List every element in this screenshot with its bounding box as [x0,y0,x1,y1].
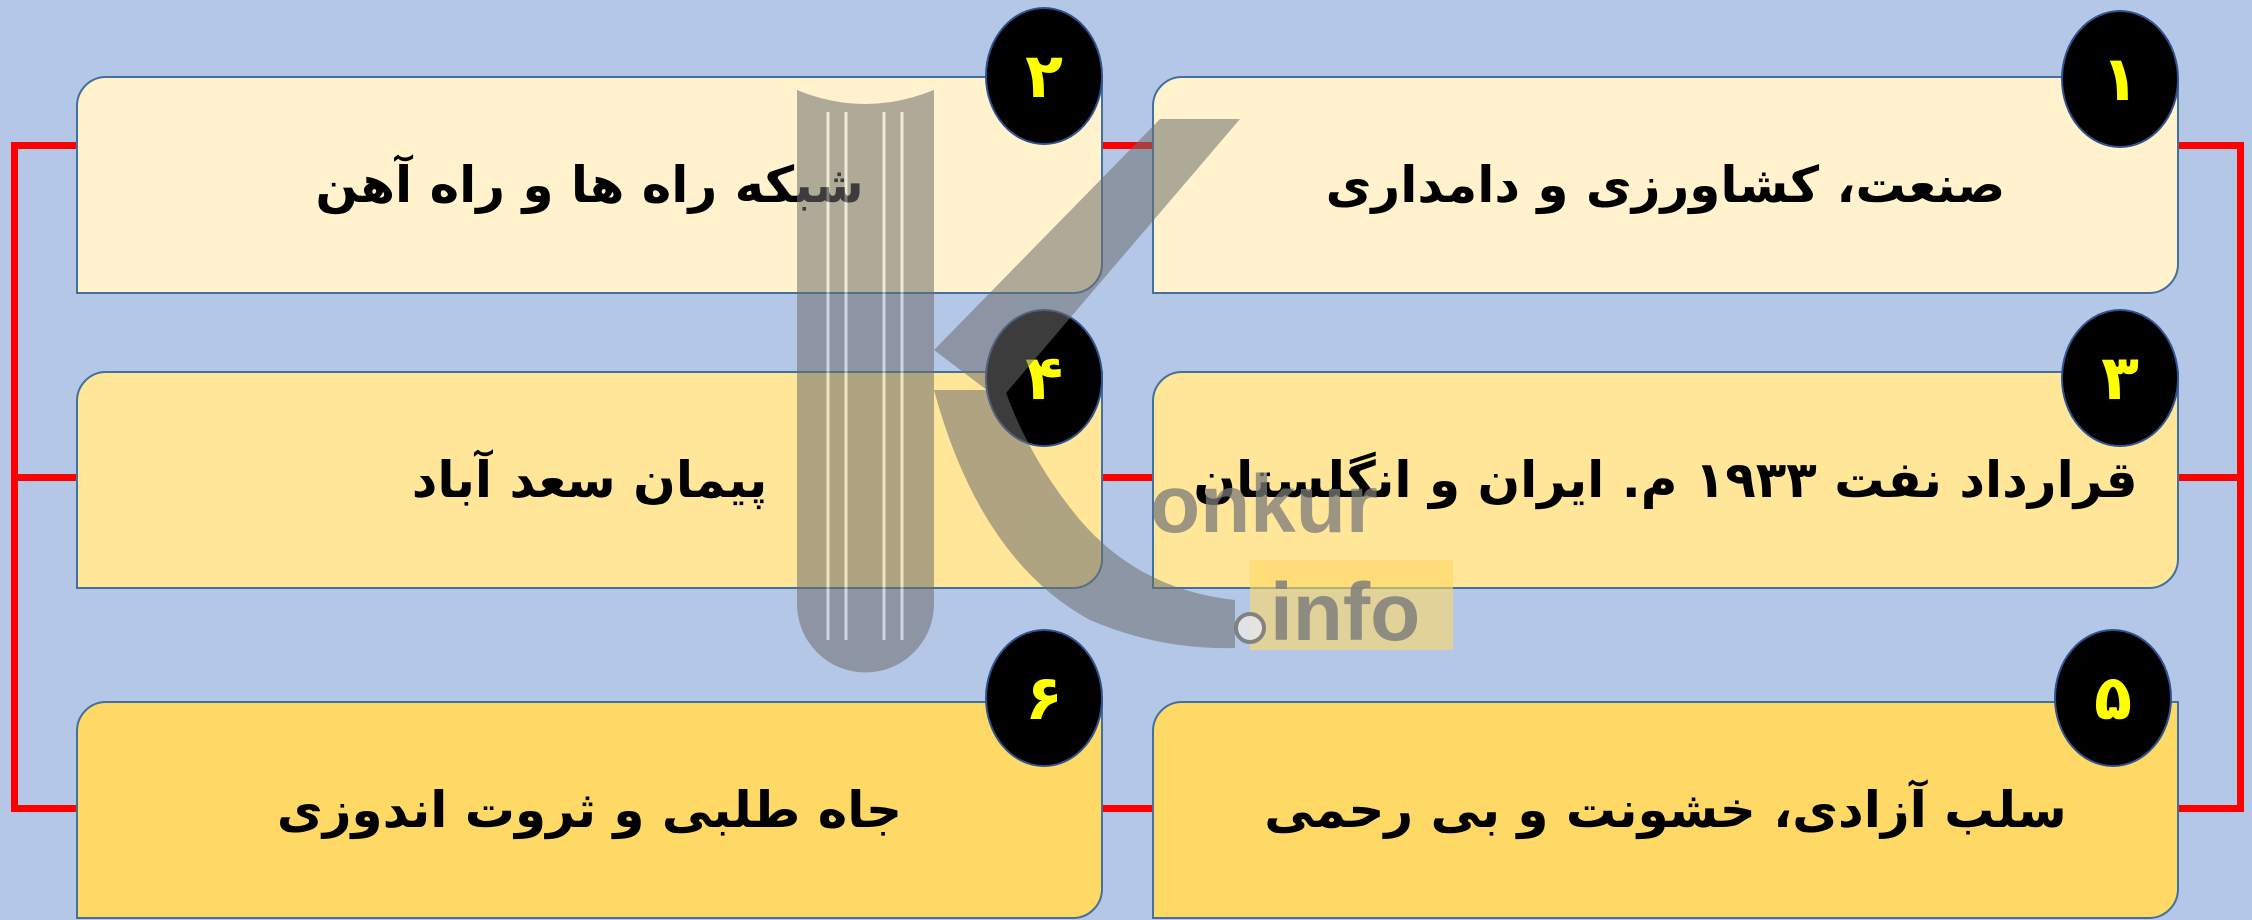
number-badge-4-label: ۴ [1025,341,1063,414]
item-text-2: شبکه راه ها و راه آهن [315,156,864,214]
item-card-2: شبکه راه ها و راه آهن [76,76,1103,294]
item-card-4: پیمان سعد آباد [76,371,1103,589]
number-badge-1: ۱ [2061,10,2179,148]
item-card-5: سلب آزادی، خشونت و بی رحمی [1152,701,2179,919]
item-card-3: قرارداد نفت ۱۹۳۳ م. ایران و انگلستان [1152,371,2179,589]
left-bracket-tick-row2 [11,474,77,481]
number-badge-3: ۳ [2061,309,2179,447]
number-badge-3-label: ۳ [2101,341,2139,414]
item-text-5: سلب آزادی، خشونت و بی رحمی [1264,781,2067,839]
item-text-6: جاه طلبی و ثروت اندوزی [276,781,903,839]
item-card-1: صنعت، کشاورزی و دامداری [1152,76,2179,294]
left-bracket-tick-row3 [11,805,77,812]
item-card-6: جاه طلبی و ثروت اندوزی [76,701,1103,919]
left-bracket-tick-row1 [11,142,77,149]
item-text-3: قرارداد نفت ۱۹۳۳ م. ایران و انگلستان [1193,451,2138,509]
right-bracket-tick-row1 [2178,142,2244,149]
number-badge-2: ۲ [985,7,1103,145]
number-badge-6: ۶ [985,629,1103,767]
logo-dot-icon [1234,612,1266,644]
item-text-4: پیمان سعد آباد [411,451,768,509]
number-badge-4: ۴ [985,309,1103,447]
middle-connector-row1 [1102,142,1154,149]
middle-connector-row2 [1102,474,1154,481]
right-bracket-tick-row2 [2178,474,2244,481]
number-badge-5-label: ۵ [2094,661,2132,734]
item-text-1: صنعت، کشاورزی و دامداری [1325,156,2006,214]
number-badge-1-label: ۱ [2101,42,2139,115]
number-badge-6-label: ۶ [1025,661,1063,734]
middle-connector-row3 [1102,805,1154,812]
right-bracket-tick-row3 [2178,805,2244,812]
number-badge-2-label: ۲ [1025,39,1063,112]
number-badge-5: ۵ [2054,629,2172,767]
